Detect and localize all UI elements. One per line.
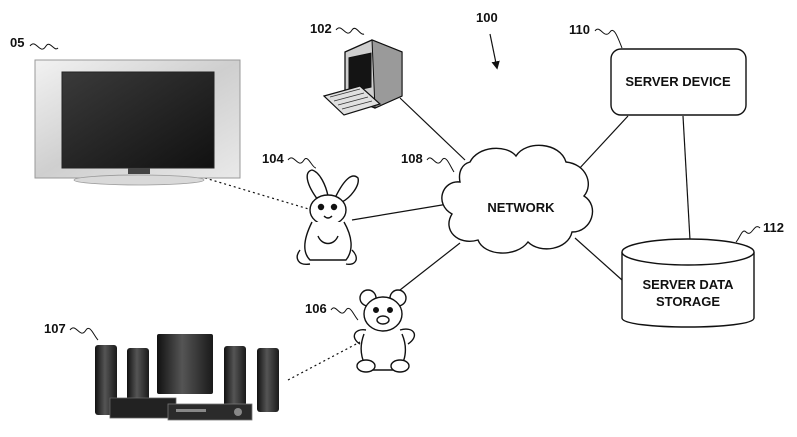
ref-bear-leader: [330, 307, 359, 321]
link-server-storage: [682, 115, 691, 241]
storage-label-line1: SERVER DATA: [642, 277, 734, 292]
link-speakers-bear: [287, 341, 361, 381]
link-network-storage: [574, 237, 623, 281]
ref-computer-leader: [335, 27, 365, 35]
desktop-computer-icon: [322, 39, 403, 116]
database-cylinder-icon: SERVER DATA STORAGE: [621, 238, 755, 328]
link-bunny-network: [351, 203, 449, 221]
television-icon: [34, 59, 241, 186]
ref-server-storage: 112: [763, 220, 784, 235]
server-device-label: SERVER DEVICE: [625, 74, 731, 89]
teddy-bear-icon: [353, 289, 416, 373]
link-bear-network: [399, 242, 461, 291]
link-tv-bunny: [204, 177, 313, 211]
link-server-network: [577, 115, 629, 171]
link-computer-network: [399, 97, 466, 161]
storage-label-line2: STORAGE: [656, 294, 720, 309]
ref-main: 100: [476, 10, 498, 25]
ref-tv-leader: [29, 43, 59, 50]
ref-speakers: 107: [44, 321, 66, 336]
network-label: NETWORK: [487, 200, 555, 215]
ref-server-device: 110: [569, 22, 590, 37]
ref-bear: 106: [305, 301, 327, 316]
ref-speakers-leader: [69, 327, 99, 341]
ref-server-storage-leader: [735, 226, 761, 243]
ref-computer: 102: [310, 21, 332, 36]
ref-bunny-leader: [287, 157, 317, 169]
plush-bunny-icon: [296, 169, 359, 265]
ref-bunny: 104: [262, 151, 284, 166]
ref-server-device-leader: [594, 28, 623, 49]
network-cloud-icon: NETWORK: [441, 144, 594, 254]
ref-network-leader: [426, 157, 455, 173]
ref-network: 108: [401, 151, 423, 166]
home-theater-speakers-icon: [95, 334, 279, 421]
server-box-icon: SERVER DEVICE: [610, 48, 747, 116]
ref-main-arrow: [489, 33, 500, 70]
ref-tv: 05: [10, 35, 24, 50]
